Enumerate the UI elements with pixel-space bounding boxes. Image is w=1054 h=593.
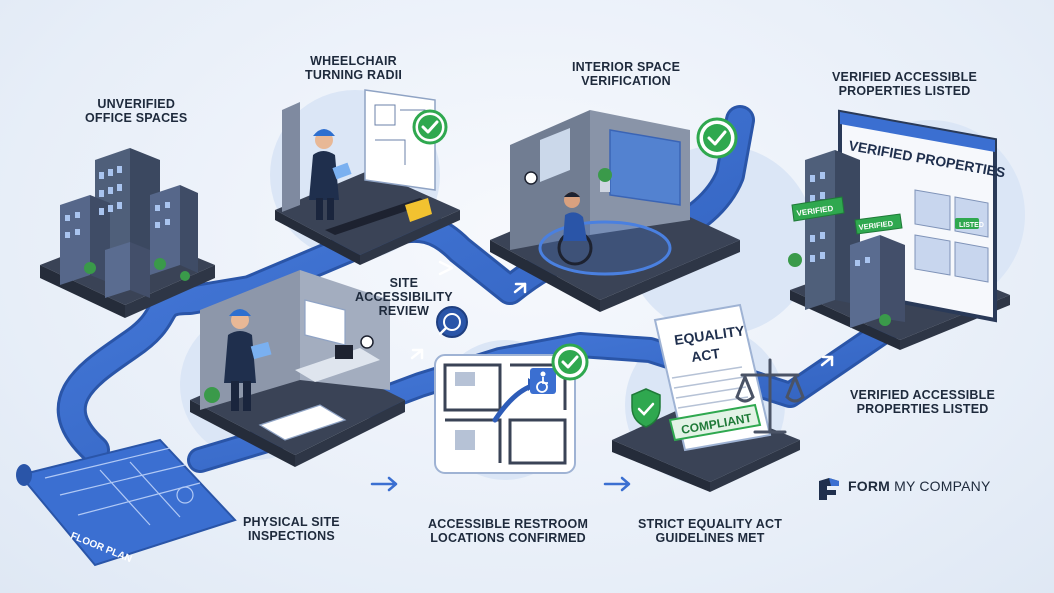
physical-inspection-room xyxy=(190,270,405,467)
brand-wordmark: FORM MY COMPANY xyxy=(820,478,991,494)
label-strict-equality-act: STRICT EQUALITY ACT GUIDELINES MET xyxy=(638,517,783,545)
label-unverified-office-spaces: UNVERIFIED OFFICE SPACES xyxy=(85,97,188,125)
label-accessible-restroom: ACCESSIBLE RESTROOM LOCATIONS CONFIRMED xyxy=(428,517,589,545)
label-site-accessibility-review: SITE ACCESSIBILITY REVIEW xyxy=(355,276,453,318)
brand-logo-icon xyxy=(819,478,839,500)
verified-badge-icon: VERIFIED xyxy=(854,213,903,235)
magnifier-icon xyxy=(436,306,468,338)
svg-text:VERIFIED: VERIFIED xyxy=(858,219,894,232)
svg-text:LISTED: LISTED xyxy=(959,222,984,229)
equality-doc-title-line2: ACT xyxy=(690,345,721,365)
interior-verification-room xyxy=(490,110,740,312)
verified-properties-screen: VERIFIED PROPERTIES VERIFIED VERIFIED xyxy=(788,109,1010,350)
equality-act-document: EQUALITY ACT COMPLIANT xyxy=(612,303,805,492)
label-interior-space-verification: INTERIOR SPACE VERIFICATION xyxy=(572,60,681,88)
label-verified-accessible-top: VERIFIED ACCESSIBLE PROPERTIES LISTED xyxy=(832,70,978,98)
inspector-figure xyxy=(224,309,272,411)
scales-of-justice-icon xyxy=(735,358,805,434)
verified-badge-icon: VERIFIED xyxy=(791,196,845,222)
inspector-figure xyxy=(309,129,352,220)
unverified-buildings xyxy=(40,148,215,318)
label-verified-accessible-bottom: VERIFIED ACCESSIBLE PROPERTIES LISTED xyxy=(850,388,996,416)
brand-bold: FORM xyxy=(848,478,891,494)
accessibility-icon xyxy=(530,368,556,394)
brand-light: MY COMPANY xyxy=(894,478,991,494)
restroom-floor-plan xyxy=(434,343,589,474)
check-badge-icon xyxy=(412,109,448,145)
wheelchair-radii-room xyxy=(275,89,460,265)
label-physical-site-inspections: PHYSICAL SITE INSPECTIONS xyxy=(243,515,340,543)
label-wheelchair-turning-radii: WHEELCHAIR TURNING RADII xyxy=(305,54,403,82)
check-badge-icon xyxy=(551,343,589,381)
wheelchair-user-figure xyxy=(557,192,593,266)
shield-check-icon xyxy=(631,388,661,428)
check-badge-icon xyxy=(696,117,738,159)
listed-badge-icon: LISTED xyxy=(955,218,984,229)
